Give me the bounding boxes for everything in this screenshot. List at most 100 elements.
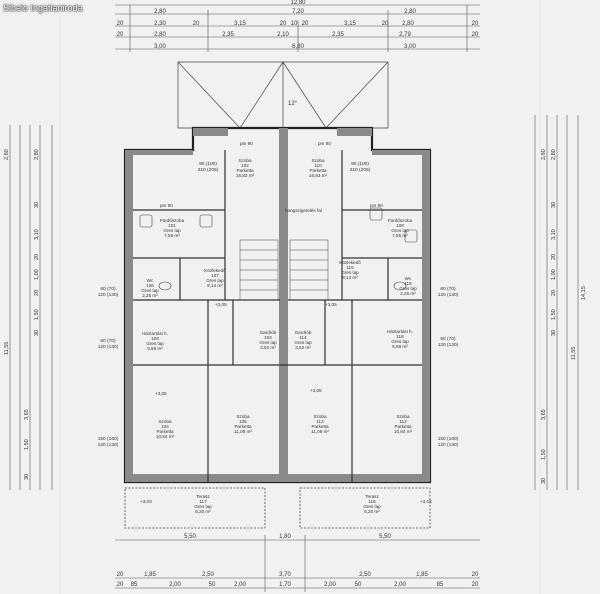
right-dim: 1,50 [551, 309, 557, 320]
bottom-dim: 2,00 [394, 582, 406, 588]
svg-text:Gres lap: Gres lap [141, 288, 159, 293]
svg-text:Wc: Wc [147, 278, 154, 283]
window-dim: 210 (205) [350, 167, 371, 173]
level-label: +3,05 [310, 388, 322, 393]
right-dim: 1,00 [551, 269, 557, 280]
bottom-dim: 2,00 [169, 582, 181, 588]
svg-text:103: 103 [151, 336, 159, 341]
window-dim: 60 (70) [100, 286, 116, 292]
right-dim: 30 [541, 478, 547, 484]
door-label-pm-left: pm 90 [240, 141, 253, 146]
svg-text:112: 112 [399, 419, 407, 424]
top-dim-right: 2,80 [404, 9, 416, 15]
door-label-pm-bath-left: pm 90 [160, 203, 173, 208]
svg-text:118: 118 [396, 334, 404, 339]
roof-projection [177, 61, 389, 129]
svg-text:Szoba: Szoba [313, 414, 326, 419]
svg-text:Parketta: Parketta [236, 168, 254, 173]
left-dim: 1,50 [24, 439, 30, 450]
left-dimension-chain [9, 125, 53, 490]
left-dim: 20 [34, 254, 40, 260]
svg-text:Gardrób: Gardrób [295, 330, 312, 335]
svg-text:Parketta: Parketta [234, 424, 252, 429]
svg-text:Szoba: Szoba [158, 419, 171, 424]
level-label: +3,05 [215, 302, 227, 307]
top-dim-r3: 10 [291, 21, 298, 27]
watermark: Sibelo Ingatlaniroda [3, 3, 83, 13]
svg-text:10,84 m²: 10,84 m² [156, 434, 175, 439]
left-dim: 3,10 [34, 229, 40, 240]
svg-text:Gres lap: Gres lap [391, 228, 409, 233]
bottom-dim: 2,50 [202, 572, 214, 578]
right-dim: 14,15 [581, 286, 587, 300]
svg-text:2,25 m²: 2,25 m² [400, 291, 416, 296]
top-dim-r3: 20 [193, 21, 200, 27]
svg-text:6,20 m²: 6,20 m² [364, 509, 380, 514]
top-dim-mid: 7,20 [292, 9, 304, 15]
right-dim: 3,10 [551, 229, 557, 240]
level-label: +3,03 [420, 499, 432, 504]
left-dim: 1,00 [34, 269, 40, 280]
svg-text:104: 104 [161, 424, 169, 429]
sound-wall-label: hangszigetelés fal [285, 208, 322, 213]
svg-text:5,69 m²: 5,69 m² [392, 344, 408, 349]
bottom-dim: 50 [355, 582, 362, 588]
svg-text:Fürdőszoba: Fürdőszoba [160, 218, 185, 223]
level-label: +3,05 [325, 302, 337, 307]
top-dim-r3: 3,15 [344, 21, 356, 27]
bottom-dim: 20 [472, 582, 479, 588]
svg-text:Gres lap: Gres lap [206, 278, 224, 283]
svg-text:Gres lap: Gres lap [146, 341, 164, 346]
top-dim-r5: 6,80 [292, 44, 304, 50]
svg-text:Háztartási h.: Háztartási h. [142, 331, 168, 336]
svg-text:8,14 m²: 8,14 m² [207, 283, 223, 288]
svg-text:Gres lap: Gres lap [259, 340, 277, 345]
bottom-dim: 85 [437, 582, 444, 588]
window-dim: 120 (130) [98, 292, 119, 298]
bottom-dim: 5,50 [184, 534, 196, 540]
svg-text:10,84 m²: 10,84 m² [394, 429, 413, 434]
left-dim: 2,80 [34, 149, 40, 160]
svg-text:104: 104 [264, 335, 272, 340]
svg-text:Gres lap: Gres lap [341, 270, 359, 275]
right-dimension-chain [534, 115, 579, 490]
window-dim: 90 (100) [199, 161, 217, 167]
window-dim: 210 (205) [198, 167, 219, 173]
svg-text:Terasz: Terasz [196, 494, 210, 499]
staircase [239, 239, 329, 301]
svg-text:108: 108 [396, 223, 404, 228]
svg-text:Gres lap: Gres lap [194, 504, 212, 509]
left-dim: 3,65 [24, 409, 30, 420]
right-dim: 20 [551, 290, 557, 296]
svg-text:Gres lap: Gres lap [294, 340, 312, 345]
svg-text:Gres lap: Gres lap [391, 339, 409, 344]
top-dim-r4: 20 [117, 32, 124, 38]
left-dim: 2,60 [4, 149, 10, 160]
right-dim: 20 [551, 254, 557, 260]
door-label-pm-right: pm 90 [318, 141, 331, 146]
window-dim: 150 (160) [98, 436, 119, 442]
svg-text:5,69 m²: 5,69 m² [147, 346, 163, 351]
svg-text:Parketta: Parketta [156, 429, 174, 434]
svg-text:101: 101 [168, 223, 176, 228]
window-dim: 90 (100) [351, 161, 369, 167]
bottom-dim: 1,85 [144, 572, 156, 578]
top-dim-r3: 3,15 [234, 21, 246, 27]
svg-text:Fürdőszoba: Fürdőszoba [388, 218, 413, 223]
svg-text:102: 102 [241, 163, 249, 168]
svg-text:Szoba: Szoba [238, 158, 251, 163]
terraces [124, 487, 431, 529]
svg-text:107: 107 [211, 273, 219, 278]
left-dim: 30 [24, 474, 30, 480]
